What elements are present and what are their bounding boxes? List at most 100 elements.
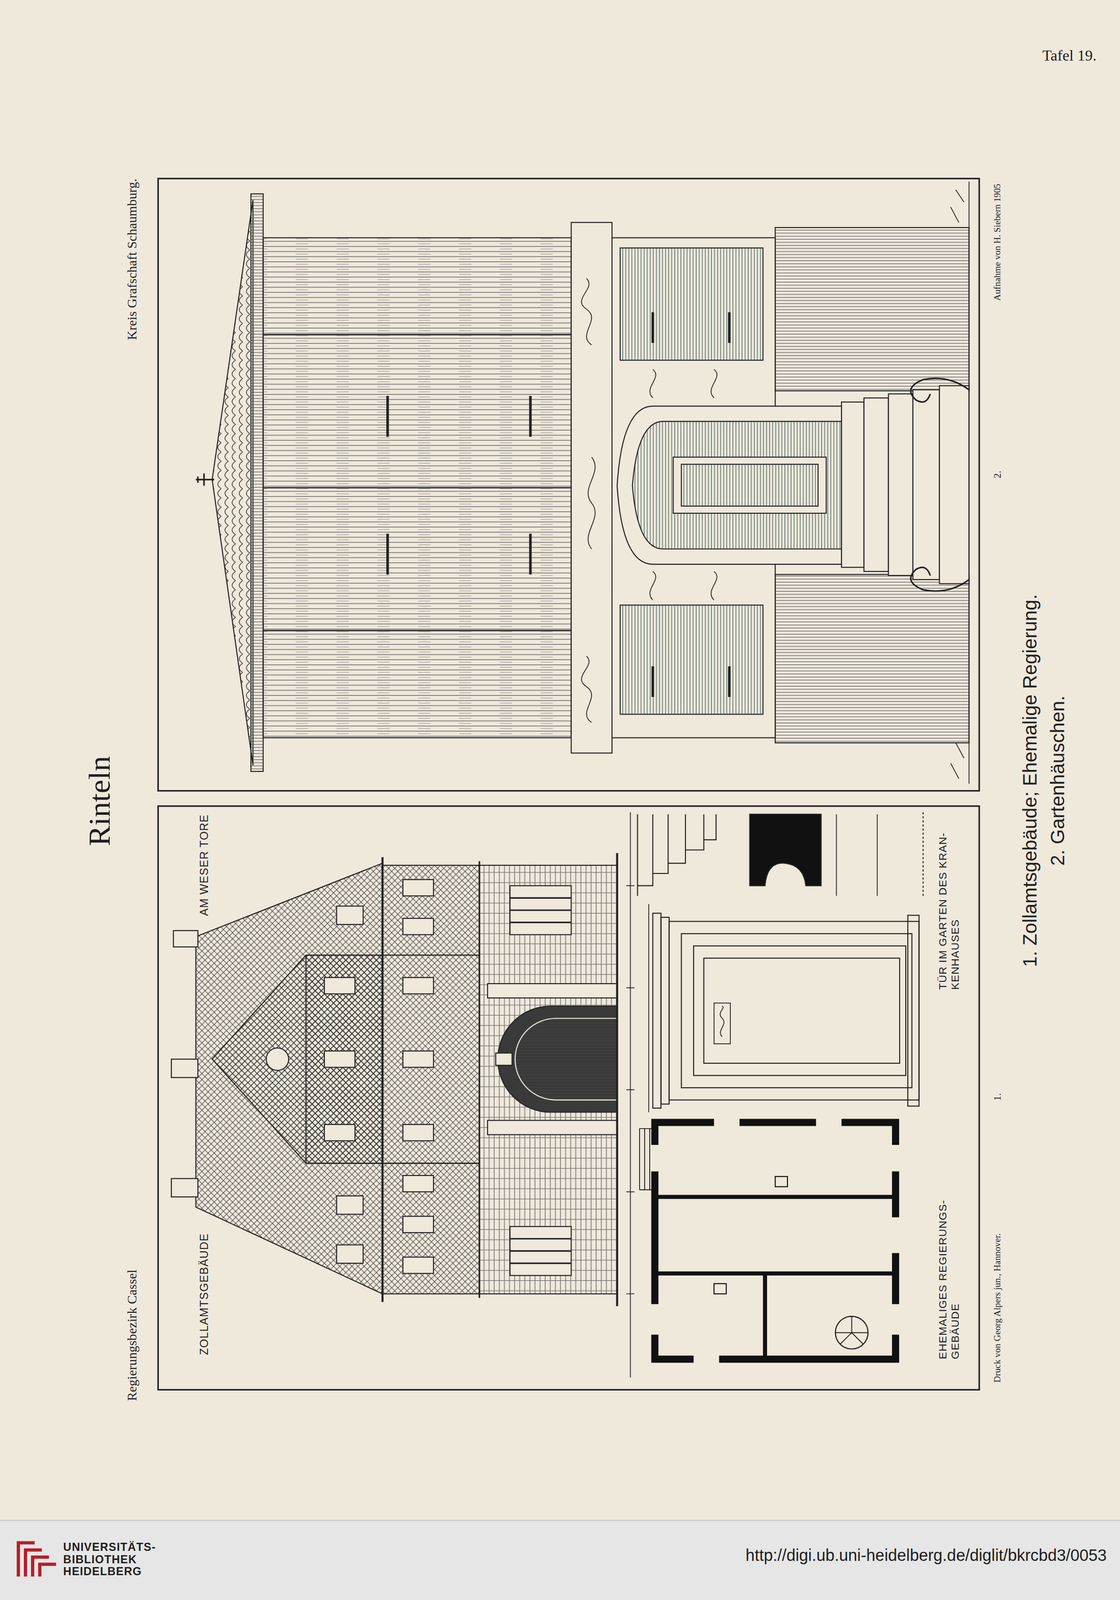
customs-house-elevation [324, 977, 355, 994]
garden-house-elevation [841, 402, 864, 568]
floor-plan [816, 1118, 842, 1127]
garden-house-elevation [910, 567, 969, 592]
separator-rule [626, 812, 635, 1378]
customs-house-elevation [403, 1216, 434, 1233]
drawing-label: ZOLLAMTSGEBÄUDE [197, 1233, 211, 1355]
door-detail [648, 903, 920, 1112]
garden-house-elevation [863, 397, 889, 572]
separator-rule [626, 885, 635, 1295]
customs-house-elevation [266, 1047, 289, 1071]
customs-house-elevation [403, 1124, 434, 1141]
garden-house-elevation [571, 222, 613, 753]
floor-plan [693, 1355, 719, 1364]
customs-house-elevation [171, 852, 617, 1307]
garden-house-elevation [950, 181, 969, 784]
customs-house-elevation [336, 1195, 364, 1215]
customs-house-elevation [403, 879, 434, 896]
garden-house-elevation [250, 193, 264, 772]
garden-house-elevation [912, 389, 940, 580]
door-detail [648, 903, 650, 1112]
drawing-label: AM WESER TORE [197, 814, 211, 916]
customs-house-elevation [306, 954, 480, 1163]
garden-house-elevation [196, 473, 215, 486]
floor-plan [835, 1316, 868, 1349]
floor-plan [714, 1283, 727, 1294]
moulding-profile [749, 814, 822, 886]
floor-plan [835, 1316, 868, 1344]
floor-plan [639, 1128, 655, 1190]
panel-frame [157, 178, 979, 1390]
garden-house-elevation [939, 385, 969, 584]
garden-house-elevation [910, 378, 969, 403]
source-url: http://digi.ub.uni-heidelberg.de/diglit/… [745, 1546, 1107, 1566]
door-detail [907, 915, 920, 1107]
floor-plan [650, 1144, 659, 1172]
floor-plan [650, 1304, 659, 1335]
customs-house-elevation [171, 1058, 198, 1078]
footer-bar [0, 1519, 1120, 1521]
footer-bar [0, 1520, 1120, 1600]
district-heading: Kreis Grafschaft Schaumburg. [124, 178, 141, 340]
customs-house-elevation [497, 1005, 618, 1112]
library-logo [18, 1542, 56, 1577]
paper [0, 0, 1120, 1521]
customs-house-elevation [403, 977, 434, 994]
printer-note: Druck von Georg Alpers jun., Hannover. [992, 1233, 1003, 1383]
garden-house-elevation [581, 278, 596, 723]
customs-house-elevation [495, 1052, 512, 1066]
customs-house-elevation [487, 983, 618, 998]
customs-house-elevation [382, 1162, 480, 1294]
panel-frame [157, 806, 979, 1390]
plate-title: Rinteln [82, 756, 118, 847]
drawing-label: TÜR IM GARTEN DES KRAN- KENHAUSES [936, 812, 962, 990]
customs-house-elevation [403, 1256, 434, 1274]
customs-house-elevation [324, 879, 434, 1274]
door-detail [669, 921, 920, 1100]
garden-house-elevation [617, 405, 842, 565]
floor-plan [654, 1271, 896, 1276]
customs-house-elevation [509, 897, 571, 1264]
floor-plan [763, 1273, 768, 1359]
customs-house-elevation [509, 885, 571, 1276]
floor-plan [654, 1194, 896, 1200]
garden-house-elevation [775, 227, 969, 391]
customs-house-elevation [173, 930, 198, 947]
plate-number: Tafel 19. [1042, 47, 1097, 65]
door-detail [653, 912, 662, 1109]
customs-house-elevation [336, 1244, 364, 1264]
customs-house-elevation [324, 1050, 355, 1068]
garden-house-elevation [263, 237, 572, 738]
moulding-profile [637, 812, 924, 896]
garden-house-elevation [888, 394, 913, 576]
customs-house-elevation [336, 905, 364, 925]
door-detail [681, 933, 912, 1088]
customs-house-elevation [382, 865, 480, 955]
customs-house-elevation [403, 1050, 434, 1068]
customs-house-elevation [324, 1124, 355, 1141]
door-detail [693, 945, 906, 1076]
garden-house-elevation [632, 421, 842, 549]
floor-plan [891, 1304, 900, 1335]
customs-house-elevation [171, 1178, 198, 1198]
garden-house-elevation [212, 199, 254, 766]
garden-house-elevation [673, 456, 827, 514]
separator-rule [630, 812, 632, 1378]
panel-frame [157, 178, 979, 791]
drawing-label: EHEMALIGES REGIERUNGS- GEBÄUDE [936, 1170, 962, 1359]
door-detail [661, 917, 670, 1104]
customs-house-elevation [487, 1120, 618, 1135]
library-logo [39, 1564, 56, 1577]
garden-house-elevation [620, 604, 763, 715]
figure-number: 1. [991, 1092, 1004, 1101]
garden-house-elevation [775, 574, 969, 743]
floor-plan [775, 1176, 788, 1187]
floor-plan [639, 1122, 896, 1359]
customs-house-elevation [403, 1175, 434, 1192]
customs-house-elevation [616, 852, 619, 1307]
garden-house-elevation [681, 464, 819, 507]
garden-house-elevation [263, 334, 572, 631]
door-detail [703, 958, 900, 1064]
